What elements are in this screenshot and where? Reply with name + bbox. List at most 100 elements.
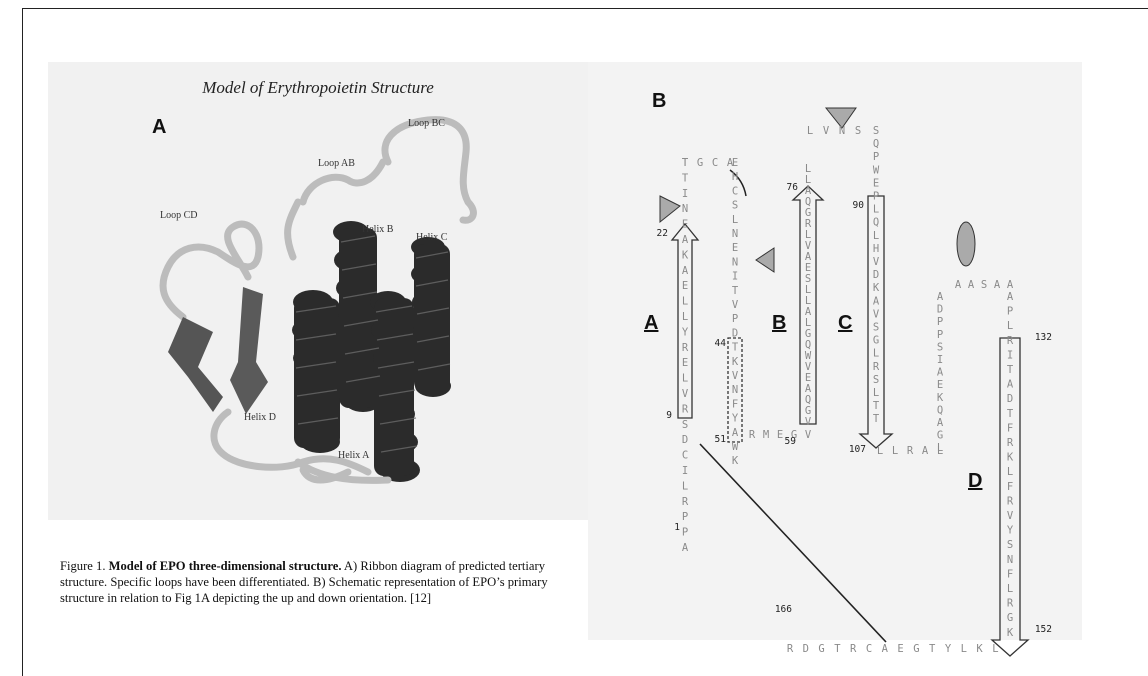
residue-top-loop: N <box>839 125 845 137</box>
residue-number: 107 <box>849 444 866 455</box>
residue-col6: N <box>1007 554 1013 566</box>
residue-number: 59 <box>785 436 797 447</box>
residue-col1: K <box>682 249 689 261</box>
residue-col1: T <box>682 172 689 184</box>
residue-col6: L <box>1007 320 1013 332</box>
residue-aasaa-row: A <box>994 279 1001 291</box>
ellipse-marker <box>957 222 975 266</box>
residue-col2: P <box>732 313 738 325</box>
residue-col1: C <box>682 450 688 462</box>
residue-col1: E <box>682 219 688 231</box>
residue-right-row: L <box>892 445 898 457</box>
residue-number: 1 <box>674 522 680 533</box>
connector-line <box>700 444 886 642</box>
loop-markers <box>660 108 975 272</box>
residue-col1: R <box>682 342 689 354</box>
residue-col6: K <box>1007 627 1014 639</box>
residue-top-left: T <box>682 157 689 169</box>
residue-aasaa-row: S <box>981 279 987 291</box>
residue-number: 51 <box>715 434 727 445</box>
residue-col4: E <box>873 177 879 189</box>
residue-top-left: A <box>727 157 734 169</box>
residue-right-row: A <box>922 445 929 457</box>
residue-col1: L <box>682 311 688 323</box>
residue-col2: N <box>732 256 738 268</box>
residue-col4: W <box>873 164 880 176</box>
residue-col1: D <box>682 434 688 446</box>
residue-col4: V <box>873 256 880 268</box>
helix-label-a: A <box>644 312 658 335</box>
residue-col2: F <box>732 398 738 410</box>
residue-number: 90 <box>853 200 865 211</box>
residue-col1: R <box>682 496 689 508</box>
residue-col5: A <box>937 367 944 379</box>
residue-col2: Y <box>732 413 739 425</box>
residue-col4: L <box>873 204 879 216</box>
residue-col1: Y <box>682 326 689 338</box>
residue-letters: TTINEAKAELLYRELVRSDCILRPPAEHCSLNENITVPDT… <box>682 125 1014 655</box>
residue-col2: H <box>732 171 738 183</box>
residue-col4: A <box>873 295 880 307</box>
residue-col6: S <box>1007 539 1013 551</box>
residue-bottom-row: T <box>929 643 936 655</box>
residue-middle-row: V <box>805 429 812 441</box>
residue-number: 166 <box>775 604 792 615</box>
residue-col5: E <box>937 379 943 391</box>
residue-col1: L <box>682 480 688 492</box>
residue-col1: E <box>682 357 688 369</box>
residue-col1: S <box>682 419 688 431</box>
residue-col5: I <box>937 354 943 366</box>
residue-col6: R <box>1007 437 1014 449</box>
residue-col5: K <box>937 392 944 404</box>
residue-col1: V <box>682 388 689 400</box>
residue-col6: Y <box>1007 525 1014 537</box>
residue-col4: Q <box>873 138 879 150</box>
residue-col1: P <box>682 527 688 539</box>
residue-col5: A <box>937 417 944 429</box>
residue-right-row: L <box>877 445 883 457</box>
residue-col2: K <box>732 455 739 467</box>
residue-col4: Q <box>873 217 879 229</box>
residue-col6: T <box>1007 364 1014 376</box>
residue-bottom-row: R <box>787 643 794 655</box>
residue-col4: P <box>873 191 879 203</box>
residue-col4: T <box>873 413 880 425</box>
helix-arrows <box>672 186 1028 656</box>
residue-col1: L <box>682 296 688 308</box>
residue-col2: N <box>732 228 738 240</box>
residue-col1: A <box>682 265 689 277</box>
residue-col2: C <box>732 185 738 197</box>
residue-top-loop: S <box>855 125 861 137</box>
residue-bottom-row: T <box>834 643 841 655</box>
residue-bottom-row: D <box>803 643 809 655</box>
residue-col4: S <box>873 374 879 386</box>
residue-col2: E <box>732 242 738 254</box>
residue-col2: V <box>732 299 739 311</box>
residue-col1: P <box>682 511 688 523</box>
residue-number: 152 <box>1035 624 1052 635</box>
residue-middle-row: E <box>777 429 783 441</box>
residue-bottom-row: A <box>882 643 889 655</box>
residue-col1: I <box>682 465 688 477</box>
residue-number: 44 <box>715 338 727 349</box>
residue-bottom-row: R <box>850 643 857 655</box>
residue-right-row: L <box>937 445 943 457</box>
residue-col1: L <box>682 373 688 385</box>
residue-col4: L <box>873 387 879 399</box>
residue-bottom-row: E <box>897 643 903 655</box>
residue-col2: T <box>732 285 739 297</box>
residue-col2: V <box>732 370 739 382</box>
residue-bottom-row: Y <box>945 643 952 655</box>
residue-col6: L <box>1007 466 1013 478</box>
residue-col6: R <box>1007 335 1014 347</box>
residue-col4: V <box>873 308 880 320</box>
residue-col6: R <box>1007 495 1014 507</box>
residue-bottom-row: G <box>913 643 919 655</box>
residue-number: 22 <box>657 228 668 239</box>
residue-col4: R <box>873 361 880 373</box>
residue-col5: A <box>937 291 944 303</box>
residue-col6: F <box>1007 568 1013 580</box>
residue-col5: Q <box>937 404 943 416</box>
residue-aasaa-row: A <box>955 279 962 291</box>
